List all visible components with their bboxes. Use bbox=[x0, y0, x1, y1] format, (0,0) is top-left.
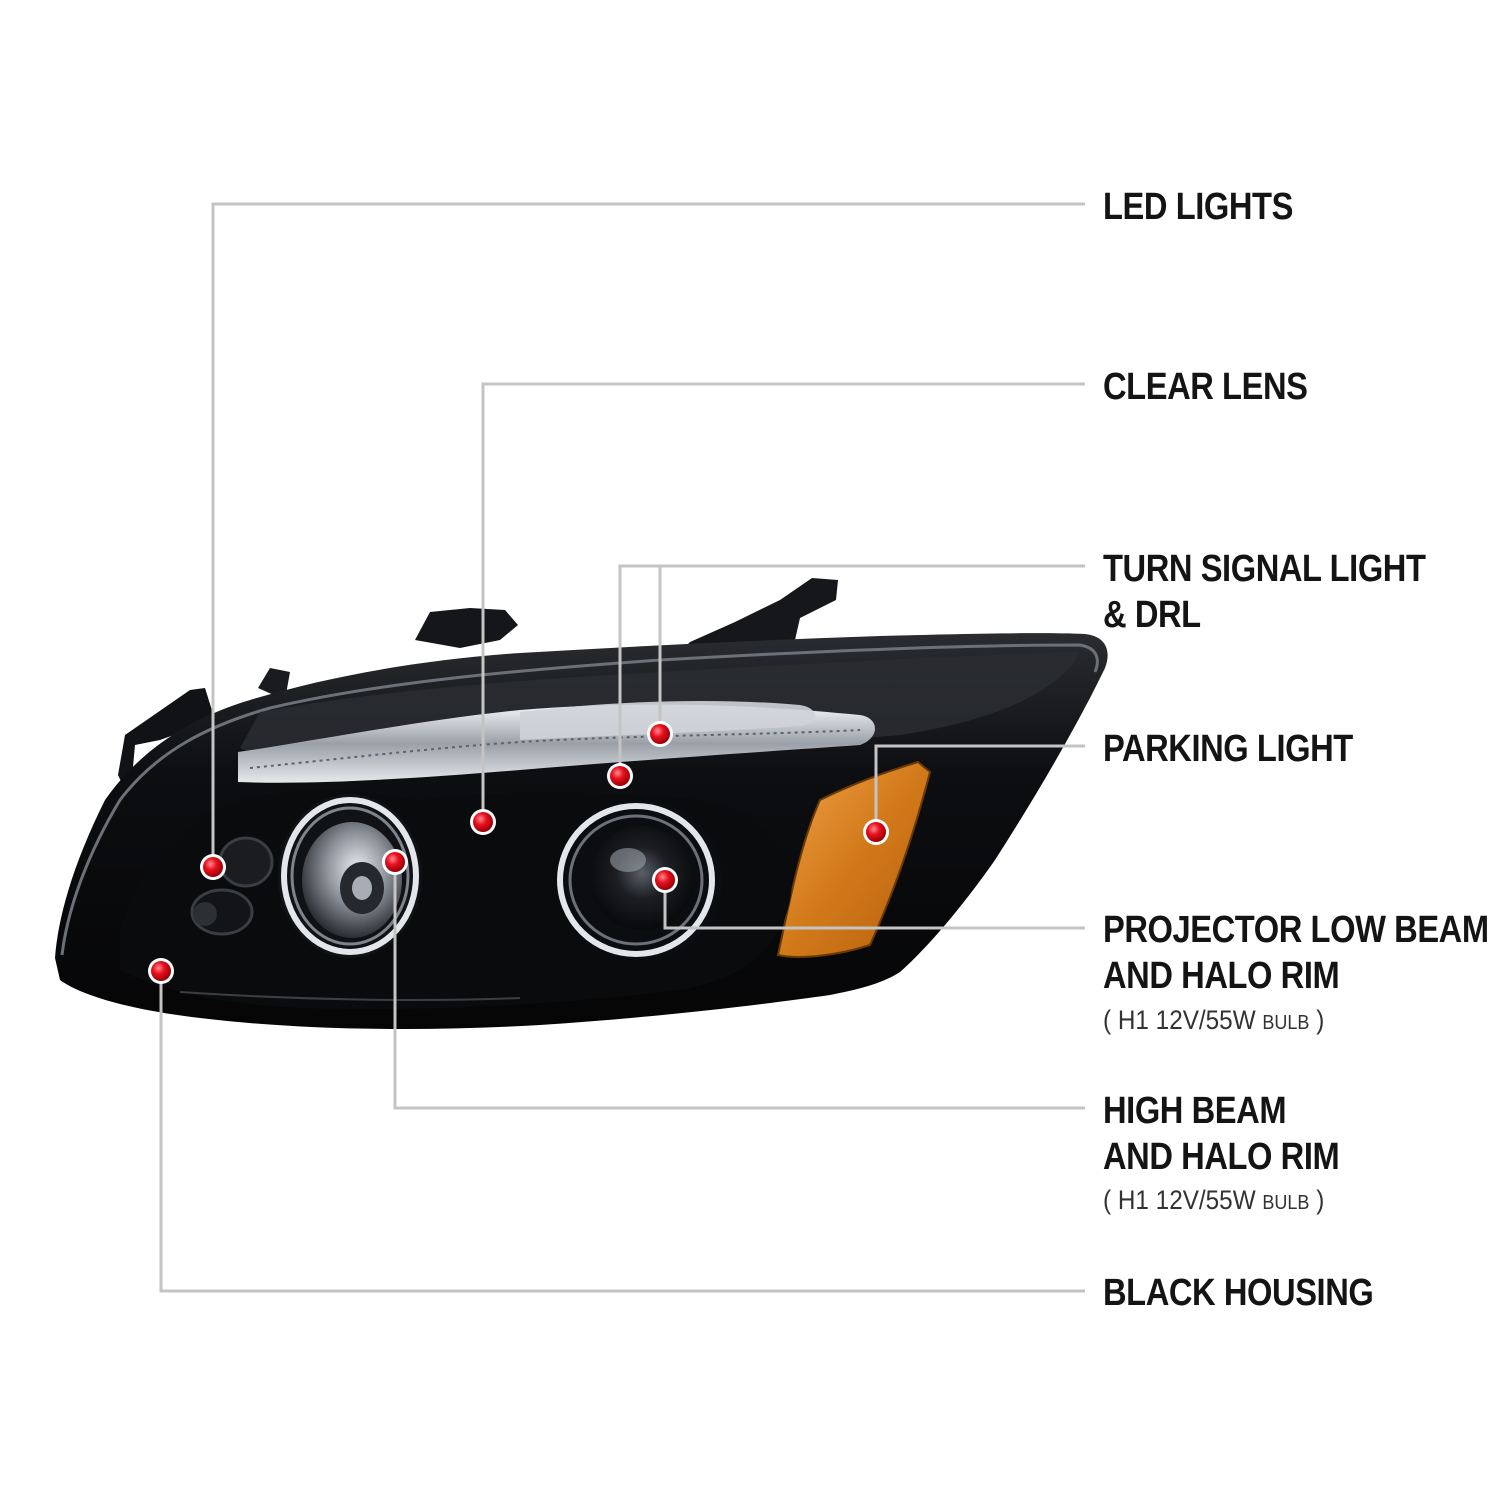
socket-upper bbox=[218, 836, 274, 888]
leader-lines bbox=[159, 202, 1085, 1293]
marker-dot-clear-lens bbox=[470, 809, 496, 835]
turn-signal-bar bbox=[520, 700, 815, 740]
marker-dot-turn-signal bbox=[607, 763, 633, 789]
label-projector-low-beam: PROJECTOR LOW BEAM AND HALO RIM bbox=[1103, 909, 1489, 997]
leader-turn-signal-a bbox=[618, 564, 1085, 776]
led-strip-segments bbox=[249, 729, 861, 769]
marker-dot-black-housing bbox=[148, 958, 174, 984]
marker-dot-led-lights bbox=[200, 854, 226, 880]
marker-dot-parking-light bbox=[863, 819, 889, 845]
leader-parking-light bbox=[874, 744, 1085, 832]
leader-black-housing bbox=[159, 971, 1085, 1293]
label-high-beam: HIGH BEAM AND HALO RIM bbox=[1103, 1090, 1340, 1178]
note-projector-bulb: ( H1 12V/55W BULB ) bbox=[1103, 1005, 1325, 1035]
leader-high-beam bbox=[393, 862, 1085, 1110]
marker-dot-high-beam bbox=[382, 849, 408, 875]
label-black-housing: BLACK HOUSING bbox=[1103, 1272, 1374, 1314]
projector-low-beam-assembly bbox=[557, 800, 722, 960]
mount-tab-center bbox=[415, 608, 518, 648]
chrome-rim bbox=[60, 643, 1099, 956]
mount-tab-left bbox=[118, 688, 215, 800]
label-parking-light: PARKING LIGHT bbox=[1103, 728, 1353, 770]
note-high-beam-bulb: ( H1 12V/55W BULB ) bbox=[1103, 1185, 1325, 1215]
marker-dot-projector-low-beam bbox=[652, 867, 678, 893]
callout-markers bbox=[148, 721, 889, 984]
marker-dot-drl bbox=[647, 721, 673, 747]
label-turn-signal-drl: TURN SIGNAL LIGHT & DRL bbox=[1103, 548, 1426, 636]
label-clear-lens: CLEAR LENS bbox=[1103, 366, 1308, 408]
leader-projector-low-beam bbox=[663, 880, 1085, 930]
leader-clear-lens bbox=[481, 382, 1085, 822]
high-beam-assembly bbox=[278, 794, 422, 958]
high-beam-halo-rim bbox=[281, 797, 419, 955]
projector-halo-rim bbox=[557, 803, 715, 957]
lower-trim bbox=[179, 991, 521, 1001]
leader-led-lights bbox=[211, 202, 1085, 867]
label-led-lights: LED LIGHTS bbox=[1103, 186, 1293, 228]
amber-side-marker bbox=[776, 760, 932, 958]
